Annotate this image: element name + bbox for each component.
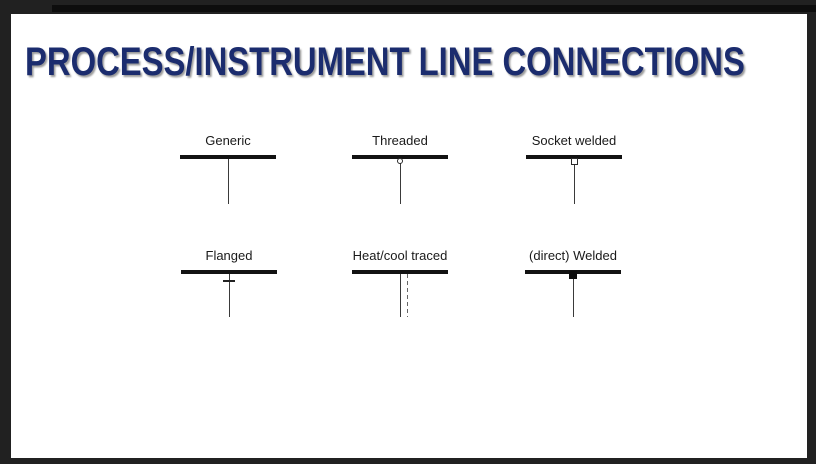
flange-tick-icon xyxy=(223,280,235,282)
symbol-label-flanged: Flanged xyxy=(205,248,253,263)
symbol-label-socket-welded: Socket welded xyxy=(531,133,617,148)
previous-slide-edge xyxy=(52,5,816,12)
symbol-label-generic: Generic xyxy=(205,133,251,148)
connection-area xyxy=(310,158,490,204)
symbol-generic: Generic xyxy=(138,133,318,204)
connection-area xyxy=(484,158,664,204)
instrument-line xyxy=(399,159,401,204)
connection-area xyxy=(310,274,490,317)
connection-area xyxy=(483,271,663,317)
connection-area xyxy=(138,159,318,204)
symbol-label-direct-welded: (direct) Welded xyxy=(529,248,617,263)
instrument-line xyxy=(228,274,230,317)
symbol-heat-cool-traced: Heat/cool traced xyxy=(310,248,490,317)
slide-page: PROCESS/INSTRUMENT LINE CONNECTIONS Gene… xyxy=(11,14,807,458)
weld-filled-square-icon xyxy=(569,271,577,279)
process-line xyxy=(181,270,277,274)
process-line xyxy=(180,155,276,159)
instrument-line xyxy=(227,159,229,204)
symbol-flanged: Flanged xyxy=(139,248,319,317)
trace-dashed-line xyxy=(407,274,408,317)
process-line xyxy=(352,155,448,159)
symbol-socket-welded: Socket welded xyxy=(484,133,664,204)
instrument-line xyxy=(573,159,575,204)
symbol-direct-welded: (direct) Welded xyxy=(483,248,663,317)
process-line xyxy=(352,270,448,274)
instrument-line xyxy=(399,274,401,317)
symbol-label-heat-cool-traced: Heat/cool traced xyxy=(352,248,448,263)
process-line xyxy=(526,155,622,159)
symbol-label-threaded: Threaded xyxy=(372,133,428,148)
instrument-line xyxy=(572,274,574,317)
connection-area xyxy=(139,274,319,317)
symbol-threaded: Threaded xyxy=(310,133,490,204)
socket-weld-square-icon xyxy=(570,158,578,165)
threaded-circle-icon xyxy=(397,158,403,164)
slide-title: PROCESS/INSTRUMENT LINE CONNECTIONS xyxy=(25,40,745,84)
